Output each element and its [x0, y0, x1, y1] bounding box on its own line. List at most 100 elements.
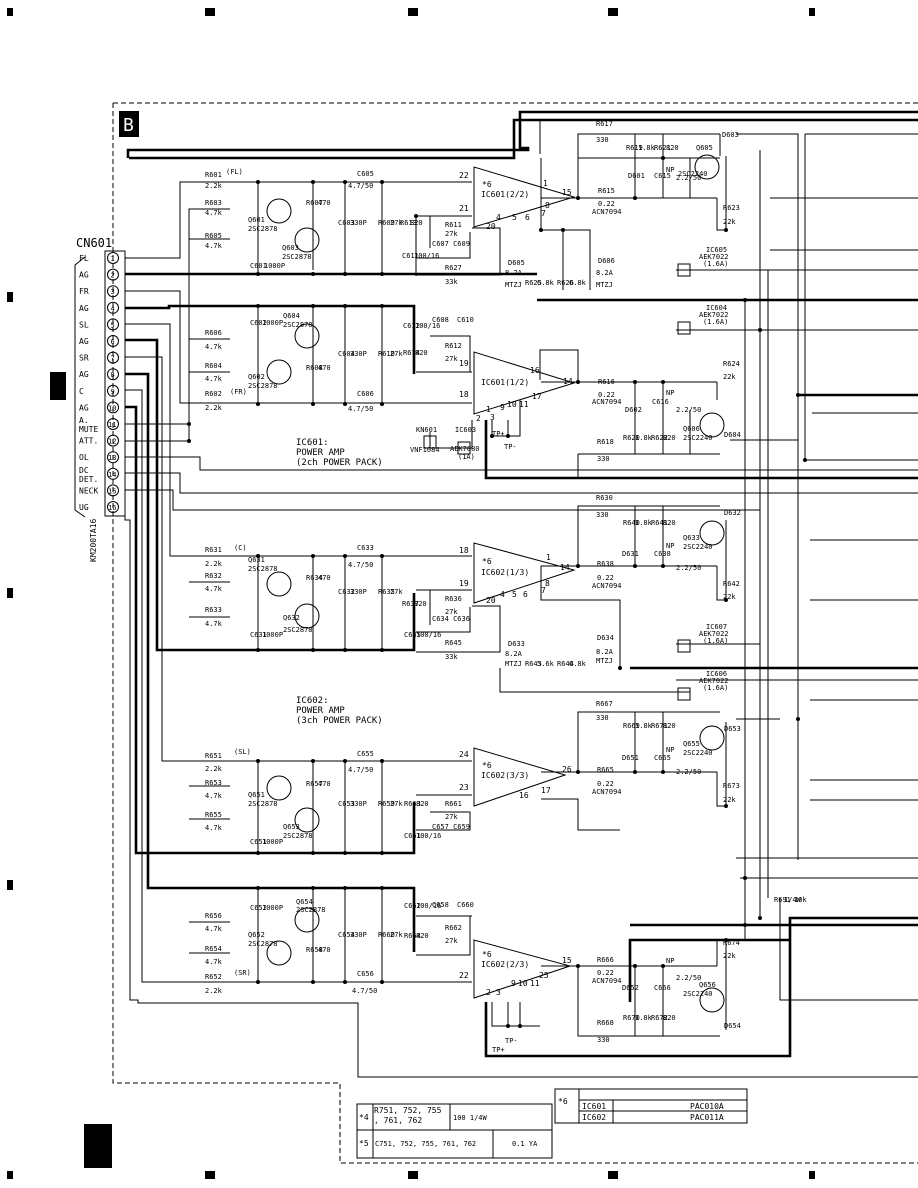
ic-pin-number: 22 [459, 971, 469, 980]
connector-pin-number: 12 [108, 438, 116, 446]
ic-pin-number: 4 [500, 590, 505, 599]
component-label: R602 [205, 390, 222, 398]
connector-pin-7 [107, 351, 119, 364]
component-label: R614 [403, 349, 420, 357]
component-label: 4.7k [205, 925, 223, 933]
component-label: C633 [357, 544, 374, 552]
ic-pin-number: 1 [546, 553, 551, 562]
component-label: 330 [596, 136, 609, 144]
connector-pin-number: 9 [111, 388, 115, 396]
ic-pin-number: 6 [525, 213, 530, 222]
junction-dot [661, 964, 665, 968]
junction-dot [343, 851, 347, 855]
connector-pin-10 [107, 401, 119, 414]
component-label: 1.8k [635, 1014, 653, 1022]
component-label: 820 [416, 932, 429, 940]
ic-pin-number: 20 [486, 596, 496, 605]
component-label: R661 [445, 800, 462, 808]
junction-dot [380, 272, 384, 276]
junction-dot [256, 304, 260, 308]
connector-pin-label: NECK [79, 486, 98, 495]
component-label: 27k [390, 588, 403, 596]
component-label: D634 [597, 634, 614, 642]
ic-pin-number: 7 [541, 209, 546, 218]
component-label: AEK7080 [450, 445, 480, 453]
ic-pin-number: 4 [496, 213, 501, 222]
component-label: 100/16 [414, 252, 439, 260]
connector-pin-label: AG [79, 271, 89, 280]
component-labels: R6012.2k(FL)R6034.7kR6054.7kQ6012SC2878Q… [205, 120, 807, 1054]
component-label: R659 [378, 800, 395, 808]
component-label: R624 [723, 360, 740, 368]
component-label: 2.2k [205, 765, 223, 773]
component-label: 2SC2240 [683, 434, 713, 442]
ic-pin-number: 10 [507, 400, 517, 409]
table-b-ic-1: IC601 [582, 1102, 606, 1111]
junction-dot [311, 554, 315, 558]
component-label: IC605 [706, 246, 727, 254]
component-label: R608 [306, 364, 323, 372]
ic602-3-amp [473, 747, 567, 807]
table-a-value-1: 100 1/4W [453, 1114, 488, 1122]
component-label: C651 [250, 838, 267, 846]
junction-dot [380, 304, 384, 308]
component-label: R606 [205, 329, 222, 337]
ic-pin-number: 14 [563, 377, 573, 386]
component-label: (1A) [458, 453, 475, 461]
ic602-note: IC602:POWER AMP(3ch POWER PACK) [296, 696, 383, 726]
component-label: 2.2k [205, 182, 223, 190]
junction-dot [724, 598, 728, 602]
component-label: R644 [557, 660, 574, 668]
component-label: D631 [622, 550, 639, 558]
junction-dot [576, 380, 580, 384]
component-label: IC606 [706, 670, 727, 678]
component-label: Q602 [248, 373, 265, 381]
component-label: (1.6A) [703, 637, 728, 645]
component-label: C611 [402, 252, 419, 260]
component-label: 330 [597, 1036, 610, 1044]
component-label: 22k [723, 593, 736, 601]
junction-dot [311, 759, 315, 763]
junction-dot [256, 759, 260, 763]
connector-pin-number: 4 [111, 305, 115, 313]
fuses [423, 263, 691, 701]
connector-pin-15 [107, 484, 119, 497]
connector-pin-number: 15 [108, 487, 116, 495]
component-label: KN601 [416, 426, 437, 434]
component-label: C604 [338, 350, 355, 358]
ic-pin-number: 10 [518, 979, 528, 988]
component-label: C632 [338, 588, 355, 596]
component-label: AEK7022 [699, 253, 729, 261]
component-label: 27k [390, 800, 403, 808]
ic-pin-number: 25 [539, 971, 549, 980]
junction-dot [256, 180, 260, 184]
component-label: AEK7022 [699, 311, 729, 319]
connector-pin-label: AG [79, 370, 89, 379]
ic-pin-number: 14 [560, 563, 570, 572]
component-label: R663 [404, 800, 421, 808]
ic601-1-label: IC601(1/2) [481, 378, 529, 387]
component-label: 22k [723, 373, 736, 381]
component-label: 1.8k [635, 434, 653, 442]
component-label: 27k [445, 355, 458, 363]
junction-dot [758, 328, 762, 332]
connector-pin-number: 2 [111, 272, 115, 280]
q632 [294, 603, 320, 629]
junction-dot [311, 180, 315, 184]
component-label: 2SC2878 [296, 906, 326, 914]
component-label: R618 [597, 438, 614, 446]
component-label: 22k [723, 218, 736, 226]
component-label: R673 [723, 782, 740, 790]
component-label: 100/16 [416, 902, 441, 910]
ic-pin-number: 9 [500, 403, 505, 412]
component-label: 1/4W [784, 896, 802, 904]
ic602-1-star: *6 [482, 557, 492, 566]
component-label: 33k [445, 278, 458, 286]
table-a-parts-2: C751, 752, 755, 761, 762 [375, 1140, 476, 1148]
q601 [266, 198, 292, 224]
component-label: 8.2A [596, 648, 614, 656]
junction-dot [343, 402, 347, 406]
component-label: 1000P [262, 319, 283, 327]
component-label: Q632 [283, 614, 300, 622]
component-label: Q655 [683, 740, 700, 748]
